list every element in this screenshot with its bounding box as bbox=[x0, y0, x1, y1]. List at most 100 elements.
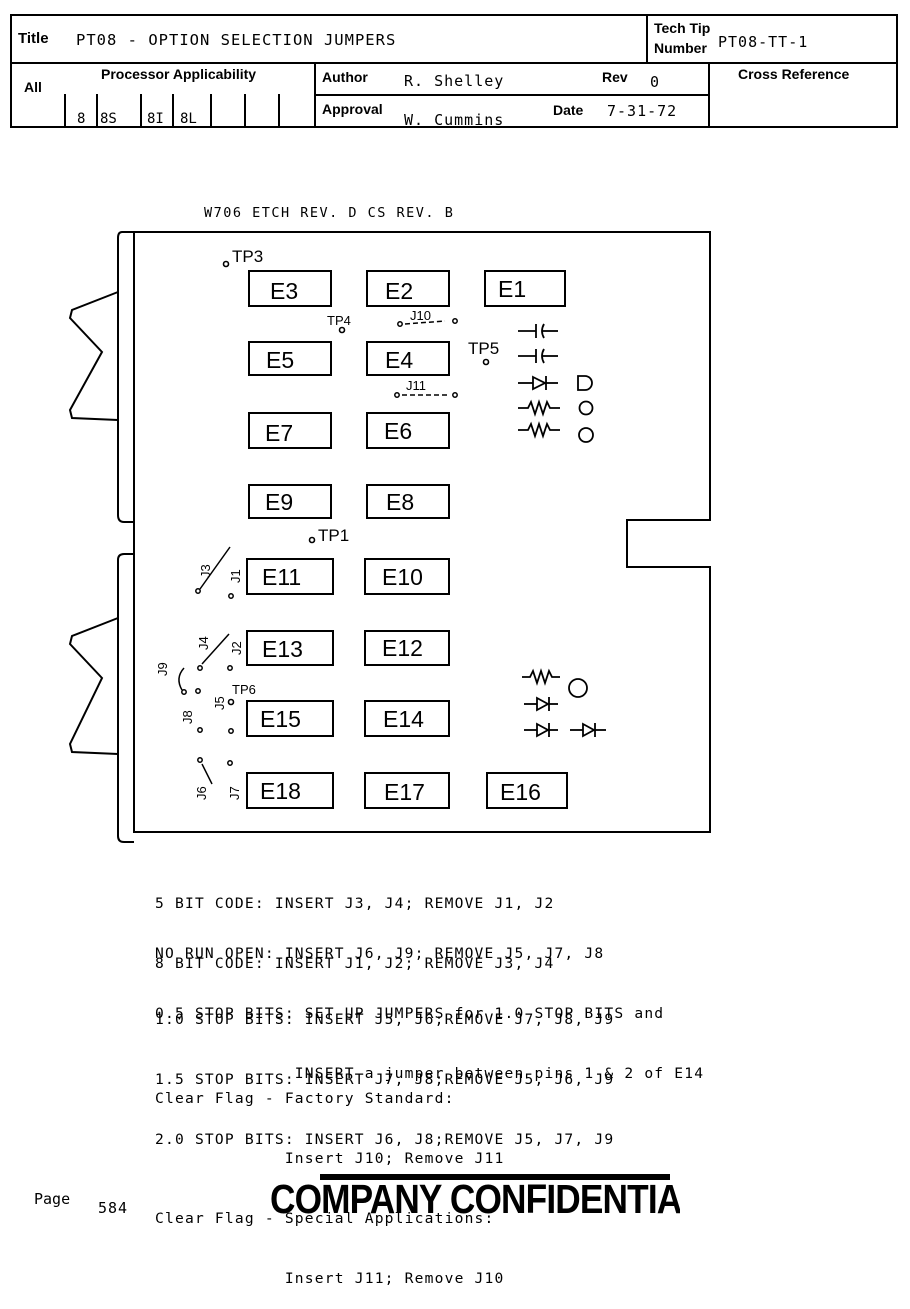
transistor-outline bbox=[577, 375, 593, 391]
note-line: Clear Flag - Factory Standard: bbox=[155, 1090, 455, 1107]
test-point-tp5 bbox=[482, 358, 490, 366]
approval-value: W. Cummins bbox=[404, 111, 505, 129]
chip-e18 bbox=[246, 772, 334, 809]
jumper-label-j6: J6 bbox=[194, 786, 209, 800]
jumper-j9-pin bbox=[181, 689, 187, 695]
rev-label: Rev bbox=[602, 69, 628, 85]
jumper-label-j9: J9 bbox=[155, 662, 170, 676]
chip-label-e17: E17 bbox=[384, 779, 425, 805]
note-line: INSERT a jumper between pins 1 & 2 of E1… bbox=[155, 1065, 705, 1082]
proc-col-line bbox=[96, 94, 98, 128]
jumper-label-j2: J2 bbox=[229, 641, 244, 655]
processor-8l: 8L bbox=[180, 111, 197, 127]
chip-e12 bbox=[364, 630, 450, 666]
author-value: R. Shelley bbox=[404, 72, 505, 90]
header-divider bbox=[314, 94, 710, 96]
confidential-text: COMPANY CONFIDENTIAL bbox=[270, 1176, 680, 1222]
diode-symbol bbox=[518, 375, 558, 391]
chip-e9 bbox=[248, 484, 332, 519]
diode-symbol bbox=[524, 696, 558, 712]
test-point-label-tp1: TP1 bbox=[318, 526, 349, 545]
diode-symbol bbox=[570, 722, 606, 738]
jumper-j2-pin bbox=[227, 665, 233, 671]
title-label: Title bbox=[18, 30, 49, 47]
chip-e3 bbox=[248, 270, 332, 307]
chip-label-e14: E14 bbox=[383, 706, 424, 732]
chip-label-e7: E7 bbox=[265, 420, 293, 446]
jumper-label-j5: J5 bbox=[212, 696, 227, 710]
board-outline bbox=[133, 231, 711, 833]
component-pad bbox=[568, 678, 588, 698]
rev-value: 0 bbox=[650, 73, 660, 91]
proc-col-line bbox=[210, 94, 212, 128]
tech-tip-number: PT08-TT-1 bbox=[718, 33, 809, 51]
chip-e5 bbox=[248, 341, 332, 376]
jumper-j8-pin bbox=[197, 727, 203, 733]
chip-label-e4: E4 bbox=[385, 347, 413, 373]
date-value: 7-31-72 bbox=[607, 102, 678, 120]
note-line: Clear Flag - Special Applications: bbox=[155, 1210, 495, 1227]
header-divider bbox=[646, 14, 648, 64]
component-pad bbox=[578, 400, 594, 416]
test-point-tp4 bbox=[338, 326, 346, 334]
page-number: 584 bbox=[98, 1199, 129, 1217]
jumper-j3-wire bbox=[199, 546, 231, 590]
stop-bits-notes: 1.0 STOP BITS: INSERT J5, J6;REMOVE J7, … bbox=[155, 970, 614, 1170]
test-point-label-tp4: TP4 bbox=[327, 313, 351, 328]
stamp-top-rule bbox=[320, 1174, 670, 1180]
chip-label-e12: E12 bbox=[382, 635, 423, 661]
test-point-label-tp6: TP6 bbox=[232, 682, 256, 697]
capacitor-symbol bbox=[518, 323, 558, 339]
note-line: 5 BIT CODE: INSERT J3, J4; REMOVE J1, J2 bbox=[155, 895, 555, 912]
note-line: 0.5 STOP BITS: SET UP JUMPERS for 1.0 ST… bbox=[155, 1005, 665, 1022]
processor-8: 8 bbox=[77, 111, 86, 127]
note-line: 1.5 STOP BITS: INSERT J7, J8;REMOVE J5, … bbox=[155, 1071, 615, 1088]
page-label: Page bbox=[34, 1190, 71, 1208]
chip-e13 bbox=[246, 630, 334, 666]
jumper-j10-pin bbox=[452, 318, 458, 324]
note-line: 8 BIT CODE: INSERT J1, J2; REMOVE J3, J4 bbox=[155, 955, 555, 972]
all-label: All bbox=[24, 79, 42, 95]
jumper-j6-pin bbox=[197, 757, 203, 763]
connector-handle-lower bbox=[68, 617, 119, 755]
tech-tip-label-1: Tech Tip bbox=[654, 20, 711, 36]
chip-e6 bbox=[366, 412, 450, 449]
proc-col-line bbox=[64, 94, 66, 128]
chip-label-e6: E6 bbox=[384, 418, 412, 444]
chip-e14 bbox=[364, 700, 450, 737]
jumper-label-j4: J4 bbox=[196, 636, 211, 650]
chip-e8 bbox=[366, 484, 450, 519]
chip-label-e18: E18 bbox=[260, 778, 301, 804]
chip-e7 bbox=[248, 412, 332, 449]
test-point-tp1 bbox=[308, 536, 316, 544]
chip-label-e8: E8 bbox=[386, 489, 414, 515]
chip-label-e16: E16 bbox=[500, 779, 541, 805]
jumper-j6-wire bbox=[201, 763, 213, 785]
proc-col-line bbox=[244, 94, 246, 128]
jumper-j10-pin bbox=[397, 321, 403, 327]
jumper-label-j10: J10 bbox=[410, 308, 431, 323]
chip-e1 bbox=[484, 270, 566, 307]
cross-reference-label: Cross Reference bbox=[738, 66, 850, 82]
chip-e16 bbox=[486, 772, 568, 809]
proc-col-line bbox=[140, 94, 142, 128]
chip-label-e15: E15 bbox=[260, 706, 301, 732]
jumper-j10-wire bbox=[404, 320, 446, 325]
approval-label: Approval bbox=[322, 101, 383, 117]
diode-symbol bbox=[524, 722, 558, 738]
jumper-label-j1: J1 bbox=[228, 569, 243, 583]
jumper-label-j7: J7 bbox=[227, 786, 242, 800]
tech-tip-label-2: Number bbox=[654, 40, 707, 56]
test-point-label-tp5: TP5 bbox=[468, 339, 499, 358]
author-label: Author bbox=[322, 69, 368, 85]
processor-applicability-label: Processor Applicability bbox=[101, 66, 257, 82]
chip-label-e11: E11 bbox=[262, 564, 301, 590]
circuit-board-diagram: E3 E2 E1 E5 E4 E7 E6 E9 E8 E11 E10 E13 E… bbox=[68, 231, 711, 843]
chip-label-e3: E3 bbox=[270, 278, 298, 304]
connector-finger-upper bbox=[117, 231, 134, 523]
jumper-j4-wire bbox=[201, 633, 230, 665]
header-bottom-row-frame bbox=[10, 62, 898, 128]
chip-e15 bbox=[246, 700, 334, 737]
test-point-tp3 bbox=[222, 260, 230, 268]
chip-label-e13: E13 bbox=[262, 636, 303, 662]
